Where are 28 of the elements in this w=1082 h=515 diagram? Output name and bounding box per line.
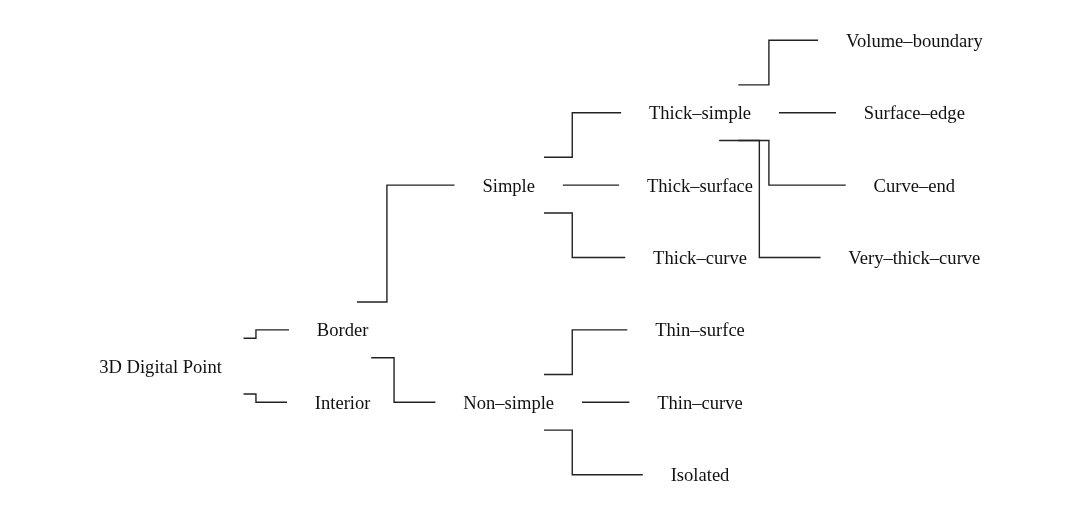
connector xyxy=(737,39,819,86)
node-text: Thick–surface xyxy=(646,174,754,196)
node-text: Thick–simple xyxy=(648,102,752,123)
connector xyxy=(581,401,631,403)
node-text: Non–simple xyxy=(463,392,555,413)
node-text: Curve–end xyxy=(873,174,956,196)
node-text: Thin–curve xyxy=(657,392,743,413)
node-text: Thick–curve xyxy=(653,247,747,268)
node-text: Border xyxy=(316,319,369,341)
connector xyxy=(242,329,290,339)
node-text: 3D Digital Point xyxy=(99,355,222,377)
connector xyxy=(543,112,622,158)
node-text: Interior xyxy=(314,392,371,413)
node-text: Surface–edge xyxy=(863,102,965,123)
connector xyxy=(543,212,626,259)
connector xyxy=(370,357,437,403)
connector xyxy=(778,112,837,114)
node-text: Thin–surfce xyxy=(655,319,745,341)
connector xyxy=(718,139,822,259)
node-text: Simple xyxy=(482,174,536,196)
node-text: Very–thick–curve xyxy=(848,247,981,268)
node-text: Volume–boundary xyxy=(845,30,983,51)
node-text: Isolated xyxy=(670,464,730,485)
connector xyxy=(543,429,644,476)
connector xyxy=(356,184,456,303)
connector xyxy=(543,329,628,376)
connector xyxy=(242,393,288,403)
connector xyxy=(562,184,620,186)
